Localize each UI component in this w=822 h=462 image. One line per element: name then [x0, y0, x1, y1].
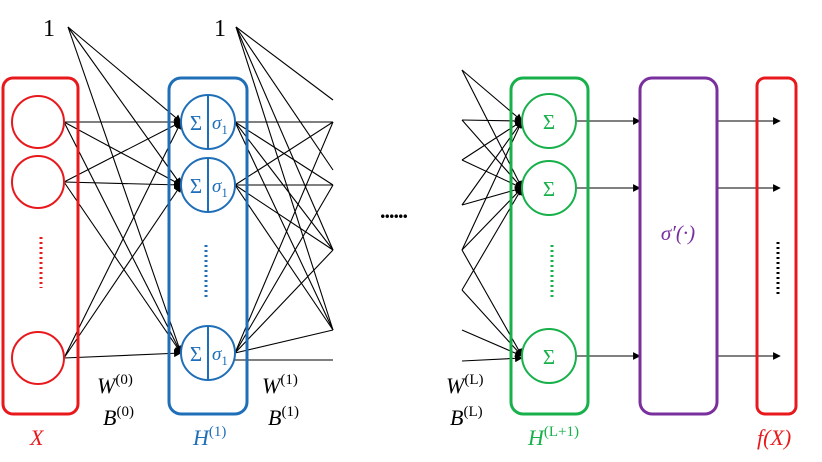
weight-w1: W(1) [262, 372, 298, 398]
output-hidden-node-n: Σ [521, 328, 577, 384]
weight-edge [234, 121, 334, 251]
weight-edge [461, 187, 523, 291]
output-hidden-node-2: Σ [521, 160, 577, 216]
hidden-layer-label: H(1) [192, 424, 226, 450]
bias-edge [235, 26, 334, 101]
sum-symbol: Σ [543, 177, 555, 201]
input-node-1 [11, 95, 65, 149]
input-layer-label: X [29, 425, 45, 450]
weight-edge [461, 117, 523, 125]
hidden-layer-box [167, 76, 249, 416]
weight-edge [63, 121, 182, 359]
weight-edge [234, 329, 334, 354]
weight-edge [461, 120, 523, 206]
output-hidden-layer: Σ Σ Σ [509, 76, 590, 416]
weight-edge [461, 159, 523, 189]
activation-box [638, 76, 719, 416]
weight-edge [234, 184, 334, 251]
activation-label: σ′(·) [661, 221, 695, 245]
weight-edge [63, 349, 182, 359]
sigma-symbol: σ1 [212, 344, 228, 368]
output-hidden-layer-label: H(L+1) [527, 424, 579, 450]
weight-edge [234, 121, 334, 354]
weight-edge [461, 187, 523, 251]
bias-edge [67, 26, 182, 123]
weight-edge [234, 249, 334, 354]
input-node-n [11, 331, 65, 385]
bias-edge [67, 26, 183, 354]
weight-edge [461, 249, 523, 357]
sum-symbol: Σ [190, 174, 202, 198]
sum-symbol: Σ [543, 345, 555, 369]
weight-edge [234, 184, 334, 354]
weight-edge [63, 121, 182, 186]
input-node-2 [11, 155, 65, 209]
weight-edge [461, 329, 523, 357]
activation-block: σ′(·) [638, 76, 719, 416]
output-hidden-layer-box [509, 76, 590, 416]
input-layer-box [1, 76, 80, 416]
output-label: f(X) [757, 425, 791, 450]
weight-edge [234, 121, 334, 186]
sum-symbol: Σ [190, 111, 202, 135]
weight-edge [63, 121, 182, 183]
input-layer [1, 76, 80, 416]
bias-edge [67, 26, 182, 186]
bias-b1: B(1) [268, 404, 299, 430]
bias-unit-left: 1 [43, 16, 55, 42]
hidden-layer-1: Σ σ1 Σ σ1 Σ σ1 [167, 76, 249, 416]
sigma-symbol: σ1 [212, 176, 228, 200]
middle-ellipsis: ...... [380, 198, 408, 223]
bias-unit-right: 1 [214, 16, 226, 42]
sum-symbol: Σ [190, 342, 202, 366]
weight-edge [461, 289, 523, 357]
sigma-symbol: σ1 [212, 113, 228, 137]
weight-edge [461, 354, 523, 363]
bias-edge [235, 26, 334, 331]
weight-edge [461, 69, 523, 122]
bias-edge [235, 26, 334, 171]
output-layer [755, 76, 798, 416]
weight-edge [63, 180, 182, 189]
output-hidden-node-1: Σ [521, 93, 577, 149]
hidden-node-1: Σ σ1 [180, 94, 236, 150]
weight-edge [461, 69, 523, 189]
weight-edge [234, 121, 334, 331]
weight-edge [63, 121, 182, 354]
hidden-node-n: Σ σ1 [180, 325, 236, 381]
sum-symbol: Σ [543, 110, 555, 134]
weight-wl: W(L) [446, 372, 483, 398]
weight-edge [63, 181, 182, 354]
hidden-node-2: Σ σ1 [180, 157, 236, 213]
bias-b0: B(0) [103, 404, 134, 430]
weight-edge [63, 184, 182, 359]
weight-edge [234, 184, 334, 331]
bias-bl: B(L) [450, 404, 483, 430]
bias-edge [235, 26, 334, 251]
output-layer-box [755, 76, 798, 416]
weight-w0: W(0) [97, 372, 133, 398]
